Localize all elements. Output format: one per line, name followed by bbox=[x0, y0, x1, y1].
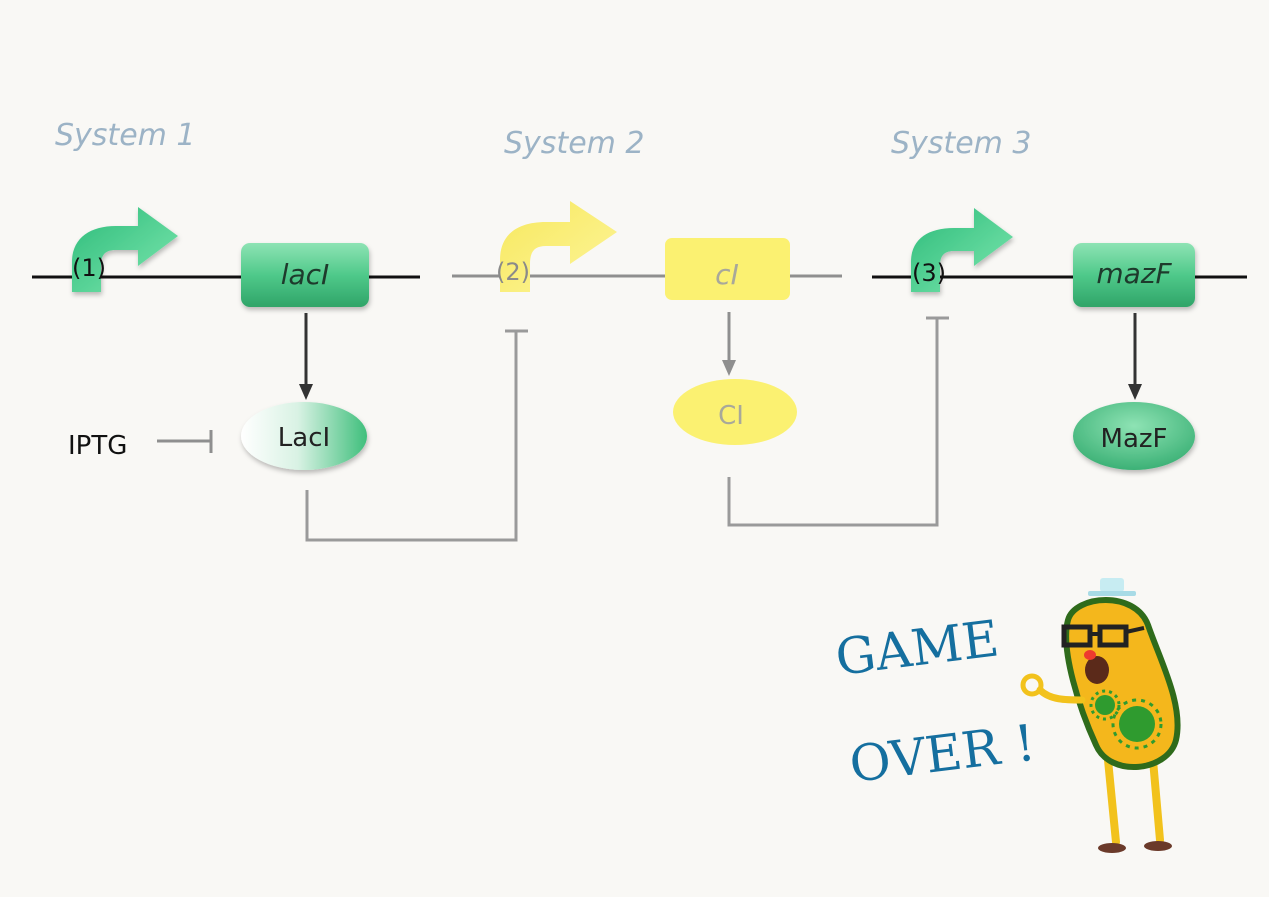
system-2-title: System 2 bbox=[504, 126, 645, 161]
system-1-title: System 1 bbox=[55, 118, 196, 153]
iptg-label: IPTG bbox=[68, 431, 127, 461]
promoter-3-arrow-icon bbox=[911, 208, 1013, 292]
protein-laci-label: LacI bbox=[278, 423, 330, 453]
gene-laci-box: lacI bbox=[241, 243, 369, 307]
game-over-line-2: OVER ! bbox=[846, 714, 1038, 794]
game-over-line-1: GAME bbox=[832, 609, 1002, 687]
expression-arrow-laci bbox=[299, 313, 313, 400]
expression-arrow-ci bbox=[722, 312, 736, 376]
laci-inhibits-promoter-2 bbox=[305, 329, 528, 542]
gene-mazf-box: mazF bbox=[1073, 243, 1195, 307]
gene-ci-label: cI bbox=[715, 258, 739, 291]
promoter-1-arrow-icon bbox=[72, 207, 178, 292]
protein-mazf: MazF bbox=[1073, 402, 1195, 470]
gene-mazf-label: mazF bbox=[1096, 257, 1172, 290]
promoter-3-label: (3) bbox=[912, 259, 946, 287]
expression-arrow-mazf bbox=[1128, 313, 1142, 400]
promoter-1-label: (1) bbox=[72, 254, 106, 282]
protein-laci: LacI bbox=[241, 402, 367, 470]
gene-ci-box: cI bbox=[665, 238, 790, 300]
promoter-2-label: (2) bbox=[496, 258, 530, 286]
protein-ci-label: CI bbox=[718, 401, 744, 431]
bacterium-character-illustration bbox=[1020, 578, 1181, 853]
protein-mazf-label: MazF bbox=[1101, 424, 1168, 454]
promoter-2-arrow-icon bbox=[500, 201, 617, 292]
system-3-title: System 3 bbox=[891, 126, 1032, 161]
ci-inhibits-promoter-3 bbox=[727, 316, 949, 527]
gene-laci-label: lacI bbox=[281, 258, 330, 291]
protein-ci: CI bbox=[673, 379, 797, 445]
iptg-inhibition-line bbox=[157, 430, 213, 453]
